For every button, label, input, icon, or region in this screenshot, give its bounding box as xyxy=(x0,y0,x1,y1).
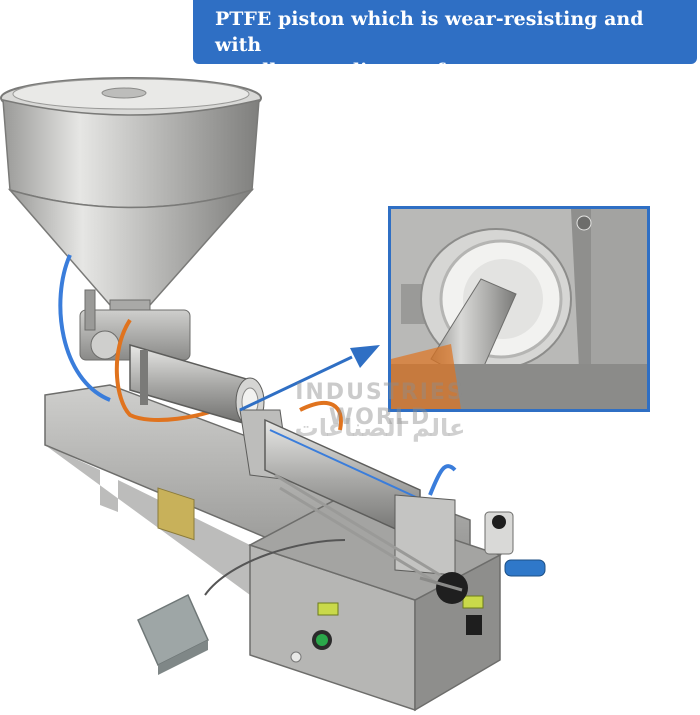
air-hose-orange xyxy=(114,318,241,422)
lid-handle[interactable] xyxy=(101,87,147,99)
power-label xyxy=(317,602,339,616)
caption-line-1: PTFE piston which is wear-resisting and … xyxy=(215,8,644,56)
voltage-label xyxy=(462,595,484,609)
callout-arrow xyxy=(239,345,380,412)
foot-pedal[interactable] xyxy=(137,539,346,675)
nameplate-label xyxy=(157,487,195,541)
closeup-photo xyxy=(391,209,647,409)
adjust-knob-small[interactable] xyxy=(290,651,302,663)
valve-assembly xyxy=(58,254,457,496)
pneumatic-actuator xyxy=(239,409,468,604)
caption-banner: PTFE piston which is wear-resisting and … xyxy=(193,0,697,82)
air-hose-blue-left xyxy=(58,254,111,402)
power-socket xyxy=(466,615,482,635)
caption-line-2: excellent sealing performance xyxy=(215,60,538,82)
air-hose-blue-right xyxy=(428,464,457,496)
air-regulator xyxy=(484,511,546,577)
ptfe-piston-closeup xyxy=(388,206,650,412)
air-inlet-fitting xyxy=(504,559,546,577)
hopper xyxy=(0,77,262,323)
regulator-knob[interactable] xyxy=(492,515,506,529)
start-button[interactable] xyxy=(316,634,328,646)
control-box xyxy=(248,499,502,712)
